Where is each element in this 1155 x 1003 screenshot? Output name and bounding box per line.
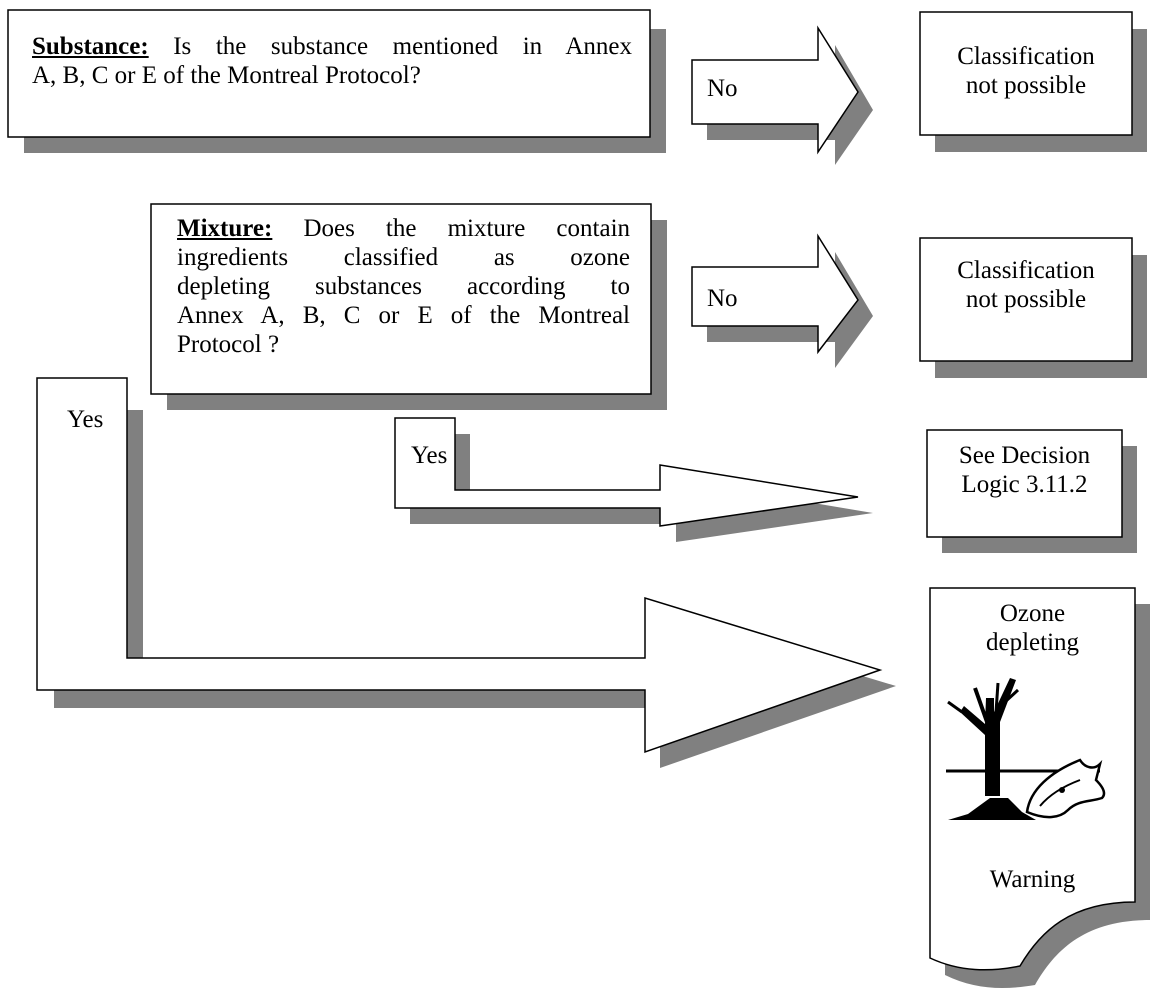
mixture-question-line-4: Annex A, B, C or E of the Montreal bbox=[177, 302, 630, 329]
substance-yes-label: Yes bbox=[67, 406, 104, 433]
substance-question-line-1: Is the substance mentioned in Annex bbox=[173, 33, 632, 60]
substance-question-text: Substance: Is the substance mentioned in… bbox=[32, 32, 632, 90]
mixture-question-line-2: ingredients classified as ozone bbox=[177, 244, 630, 271]
mixture-question-line-5: Protocol ? bbox=[177, 331, 280, 358]
hazard-label-line-1: Ozone bbox=[999, 600, 1066, 627]
substance-lead-label: Substance: bbox=[32, 33, 149, 60]
mixture-lead-label: Mixture: bbox=[177, 215, 273, 242]
mixture-yes-result-line-1: See Decision bbox=[958, 442, 1091, 469]
substance-no-result-box bbox=[919, 11, 1147, 152]
mixture-no-result-text: Classification not possible bbox=[920, 256, 1132, 314]
mixture-question-text: Mixture: Does the mixture contain ingred… bbox=[177, 214, 630, 359]
mixture-yes-result-text: See Decision Logic 3.11.2 bbox=[927, 441, 1122, 499]
mixture-question-box bbox=[150, 203, 667, 410]
environment-dead-tree-fish-icon bbox=[946, 678, 1106, 820]
substance-result-line-1: Classification bbox=[957, 43, 1095, 70]
hazard-label-heading: Ozone depleting bbox=[930, 599, 1135, 657]
mixture-yes-arrow bbox=[394, 417, 873, 542]
mixture-question-line-3: depleting substances according to bbox=[177, 273, 630, 300]
mixture-yes-result-box bbox=[926, 429, 1137, 553]
substance-question-box bbox=[7, 9, 666, 153]
substance-result-line-2: not possible bbox=[965, 72, 1087, 99]
substance-yes-arrow bbox=[36, 377, 896, 768]
substance-question-line-2: A, B, C or E of the Montreal Protocol? bbox=[32, 62, 421, 89]
mixture-no-label: No bbox=[707, 285, 738, 312]
substance-no-result-text: Classification not possible bbox=[920, 42, 1132, 100]
hazard-label-line-2: depleting bbox=[985, 629, 1080, 656]
mixture-no-arrow bbox=[691, 233, 873, 368]
mixture-result-line-2: not possible bbox=[965, 286, 1087, 313]
substance-no-arrow bbox=[691, 25, 873, 165]
mixture-question-line-1: Does the mixture contain bbox=[303, 215, 631, 242]
mixture-result-line-1: Classification bbox=[957, 257, 1095, 284]
hazard-signal-word: Warning bbox=[989, 866, 1076, 893]
substance-no-label: No bbox=[707, 75, 738, 102]
mixture-yes-label: Yes bbox=[411, 442, 448, 469]
mixture-no-result-box bbox=[919, 237, 1147, 378]
mixture-yes-result-line-2: Logic 3.11.2 bbox=[961, 471, 1088, 498]
